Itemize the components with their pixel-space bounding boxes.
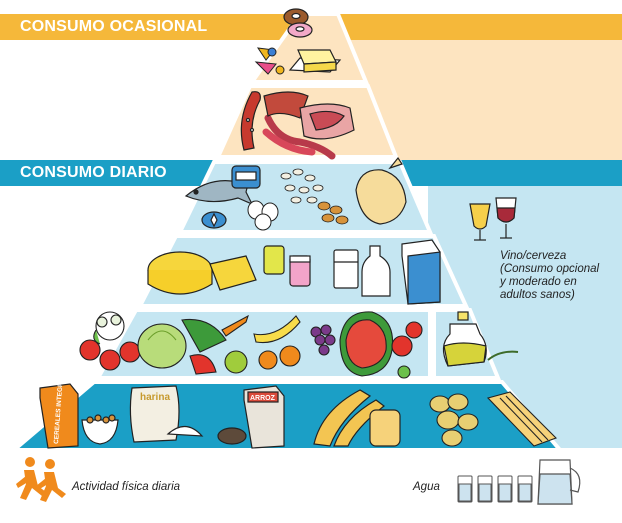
water-label: Agua (413, 481, 440, 493)
wine-beer-line-2: y moderado en (500, 276, 577, 288)
chicken-icon (355, 156, 407, 225)
flour-bag-icon: harina (129, 385, 204, 443)
candies-icon (254, 47, 285, 75)
rice-box-label: ARROZ (250, 395, 276, 402)
milk-carton-icon (401, 239, 441, 305)
donuts-icon (283, 8, 313, 38)
wine-beer-note: Vino/cerveza (Consumo opcional y moderad… (500, 250, 599, 302)
wine-beer-line-3: adultos sanos) (500, 289, 575, 301)
flour-bag-label: harina (140, 392, 170, 403)
chorizo-icon (263, 91, 309, 119)
water-glasses-icon (457, 475, 533, 503)
physical-activity-label: Actividad física diaria (72, 481, 181, 493)
wine-beer-line-1: (Consumo opcional (500, 263, 600, 275)
cereal-bowl-icon (81, 414, 119, 445)
ham-icon (299, 103, 355, 140)
tier-sweets (248, 12, 369, 84)
vegetables-icon (79, 311, 249, 375)
olive-oil-icon (442, 311, 519, 367)
cereal-box-icon: CEREALES INTEGRALES (39, 364, 79, 449)
bread-icon (313, 389, 401, 447)
tuna-can-icon (201, 165, 261, 229)
pasta-icon (486, 391, 557, 447)
wine-glass-icon (495, 197, 517, 239)
yogurt-icon (263, 245, 311, 287)
wine-beer-title: Vino/cerveza (500, 250, 567, 262)
nuts-icon (317, 201, 349, 225)
occasional-consumption-label: CONSUMO OCASIONAL (20, 18, 208, 35)
occasional-panel-right (338, 14, 622, 160)
milk-glass-icon (333, 249, 359, 289)
sausage-icon (240, 91, 336, 160)
butter-icon (288, 49, 342, 73)
runners-icon (16, 457, 66, 502)
fruits-icon (253, 311, 423, 379)
milk-bottle-icon (361, 245, 391, 297)
water-jug-icon (537, 459, 581, 505)
daily-consumption-label: CONSUMO DIARIO (20, 164, 167, 181)
eggs-icon (247, 200, 279, 231)
potatoes-icon (429, 393, 479, 447)
rice-box-icon: ARROZ (217, 385, 285, 449)
cheese-icon (147, 251, 257, 295)
beer-glass-icon (469, 203, 491, 241)
beans-icon (280, 168, 324, 204)
